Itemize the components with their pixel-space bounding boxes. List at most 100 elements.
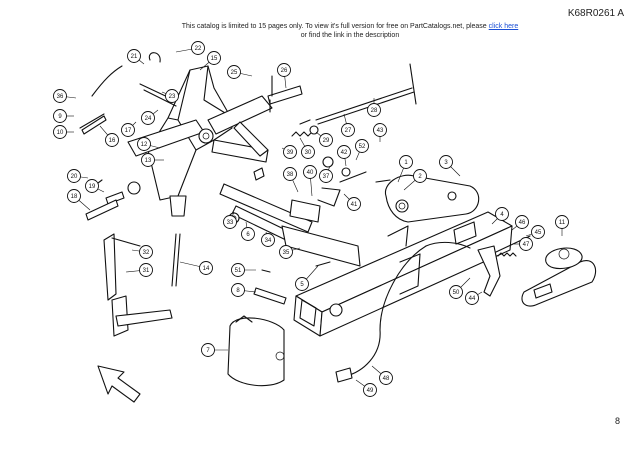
callout-26: 26 <box>277 63 291 89</box>
callout-30: 30 <box>299 137 315 159</box>
callout-5: 5 <box>295 265 319 291</box>
callout-10: 10 <box>53 125 74 139</box>
callout-number: 5 <box>300 282 304 288</box>
callout-number: 8 <box>236 288 240 294</box>
callout-25: 25 <box>227 65 253 79</box>
callout-46: 46 <box>511 215 529 231</box>
pins-and-tank <box>227 261 331 387</box>
callout-9: 9 <box>53 109 74 123</box>
callout-24: 24 <box>141 109 159 125</box>
callout-layer: 1234567891011121314151617181920212223242… <box>53 41 569 397</box>
callout-number: 24 <box>145 116 152 122</box>
page-number: 8 <box>614 416 620 426</box>
callout-50: 50 <box>449 277 471 299</box>
callout-51: 51 <box>231 263 256 277</box>
callout-4: 4 <box>491 207 509 225</box>
callout-29: 29 <box>315 131 333 147</box>
callout-40: 40 <box>303 165 317 197</box>
callout-number: 41 <box>351 202 358 208</box>
callout-27: 27 <box>341 113 355 137</box>
callout-13: 13 <box>141 153 164 167</box>
callout-number: 29 <box>323 138 330 144</box>
callout-number: 15 <box>211 56 218 62</box>
callout-47: 47 <box>514 237 533 251</box>
callout-33: 33 <box>223 211 237 229</box>
notice-text-2: or find the link in the description <box>300 32 400 39</box>
callout-number: 22 <box>195 46 202 52</box>
callout-15: 15 <box>199 51 221 71</box>
callout-18: 18 <box>67 189 91 211</box>
hook-plate <box>495 235 597 307</box>
callout-number: 14 <box>203 266 210 272</box>
a-frame-mast <box>127 65 273 217</box>
catalog-notice: This catalog is limited to 15 pages only… <box>150 22 550 40</box>
callout-7: 7 <box>201 343 228 357</box>
sliding-arms <box>219 171 367 267</box>
callout-number: 36 <box>57 94 64 100</box>
callout-35: 35 <box>279 245 301 259</box>
callout-number: 11 <box>559 220 566 226</box>
callout-number: 50 <box>453 290 460 296</box>
callout-45: 45 <box>525 225 545 239</box>
callout-32: 32 <box>131 245 153 259</box>
callout-39: 39 <box>281 145 297 159</box>
latch-cable <box>335 241 501 383</box>
callout-number: 26 <box>281 68 288 74</box>
callout-number: 49 <box>367 388 374 394</box>
callout-6: 6 <box>241 221 255 241</box>
callout-number: 37 <box>323 174 330 180</box>
callout-number: 31 <box>143 268 150 274</box>
callout-number: 40 <box>307 170 314 176</box>
callout-number: 27 <box>345 128 352 134</box>
callout-number: 23 <box>169 94 176 100</box>
callout-number: 12 <box>141 142 148 148</box>
callout-14: 14 <box>179 261 213 275</box>
callout-36: 36 <box>53 89 77 103</box>
callout-number: 28 <box>371 108 378 114</box>
callout-number: 2 <box>418 174 422 180</box>
callout-number: 46 <box>519 220 526 226</box>
callout-12: 12 <box>137 137 161 151</box>
callout-number: 34 <box>265 238 272 244</box>
callout-number: 21 <box>131 54 138 60</box>
callout-number: 6 <box>246 232 250 238</box>
direction-arrow <box>97 365 141 403</box>
callout-number: 4 <box>500 212 504 218</box>
callout-19: 19 <box>85 179 105 193</box>
callout-number: 52 <box>359 144 366 150</box>
callout-number: 7 <box>206 348 210 354</box>
callout-8: 8 <box>231 283 257 297</box>
callout-number: 1 <box>404 160 408 166</box>
callout-28: 28 <box>367 98 381 117</box>
callout-1: 1 <box>397 155 413 183</box>
callout-number: 45 <box>535 230 542 236</box>
callout-number: 3 <box>444 160 448 166</box>
callout-number: 18 <box>71 194 78 200</box>
clevis-plate <box>384 174 480 223</box>
callout-31: 31 <box>125 263 153 277</box>
callout-number: 51 <box>235 268 242 274</box>
callout-21: 21 <box>127 49 145 65</box>
callout-number: 48 <box>383 376 390 382</box>
callout-17: 17 <box>121 121 137 137</box>
callout-52: 52 <box>355 139 369 161</box>
callout-20: 20 <box>67 169 89 183</box>
callout-44: 44 <box>465 291 483 305</box>
callout-43: 43 <box>373 123 387 142</box>
callout-11: 11 <box>555 215 569 236</box>
notice-text: This catalog is limited to 15 pages only… <box>181 23 487 30</box>
callout-16: 16 <box>99 125 119 147</box>
callout-number: 17 <box>125 128 132 134</box>
callout-number: 47 <box>523 242 530 248</box>
callout-38: 38 <box>283 167 299 193</box>
callout-3: 3 <box>439 155 461 177</box>
drawbar-tube <box>293 211 513 337</box>
callout-42: 42 <box>337 145 351 167</box>
callout-41: 41 <box>343 193 361 211</box>
spring-parts <box>253 125 391 183</box>
click-here-link[interactable]: click here <box>488 23 519 30</box>
callout-number: 20 <box>71 174 78 180</box>
callout-number: 32 <box>143 250 150 256</box>
